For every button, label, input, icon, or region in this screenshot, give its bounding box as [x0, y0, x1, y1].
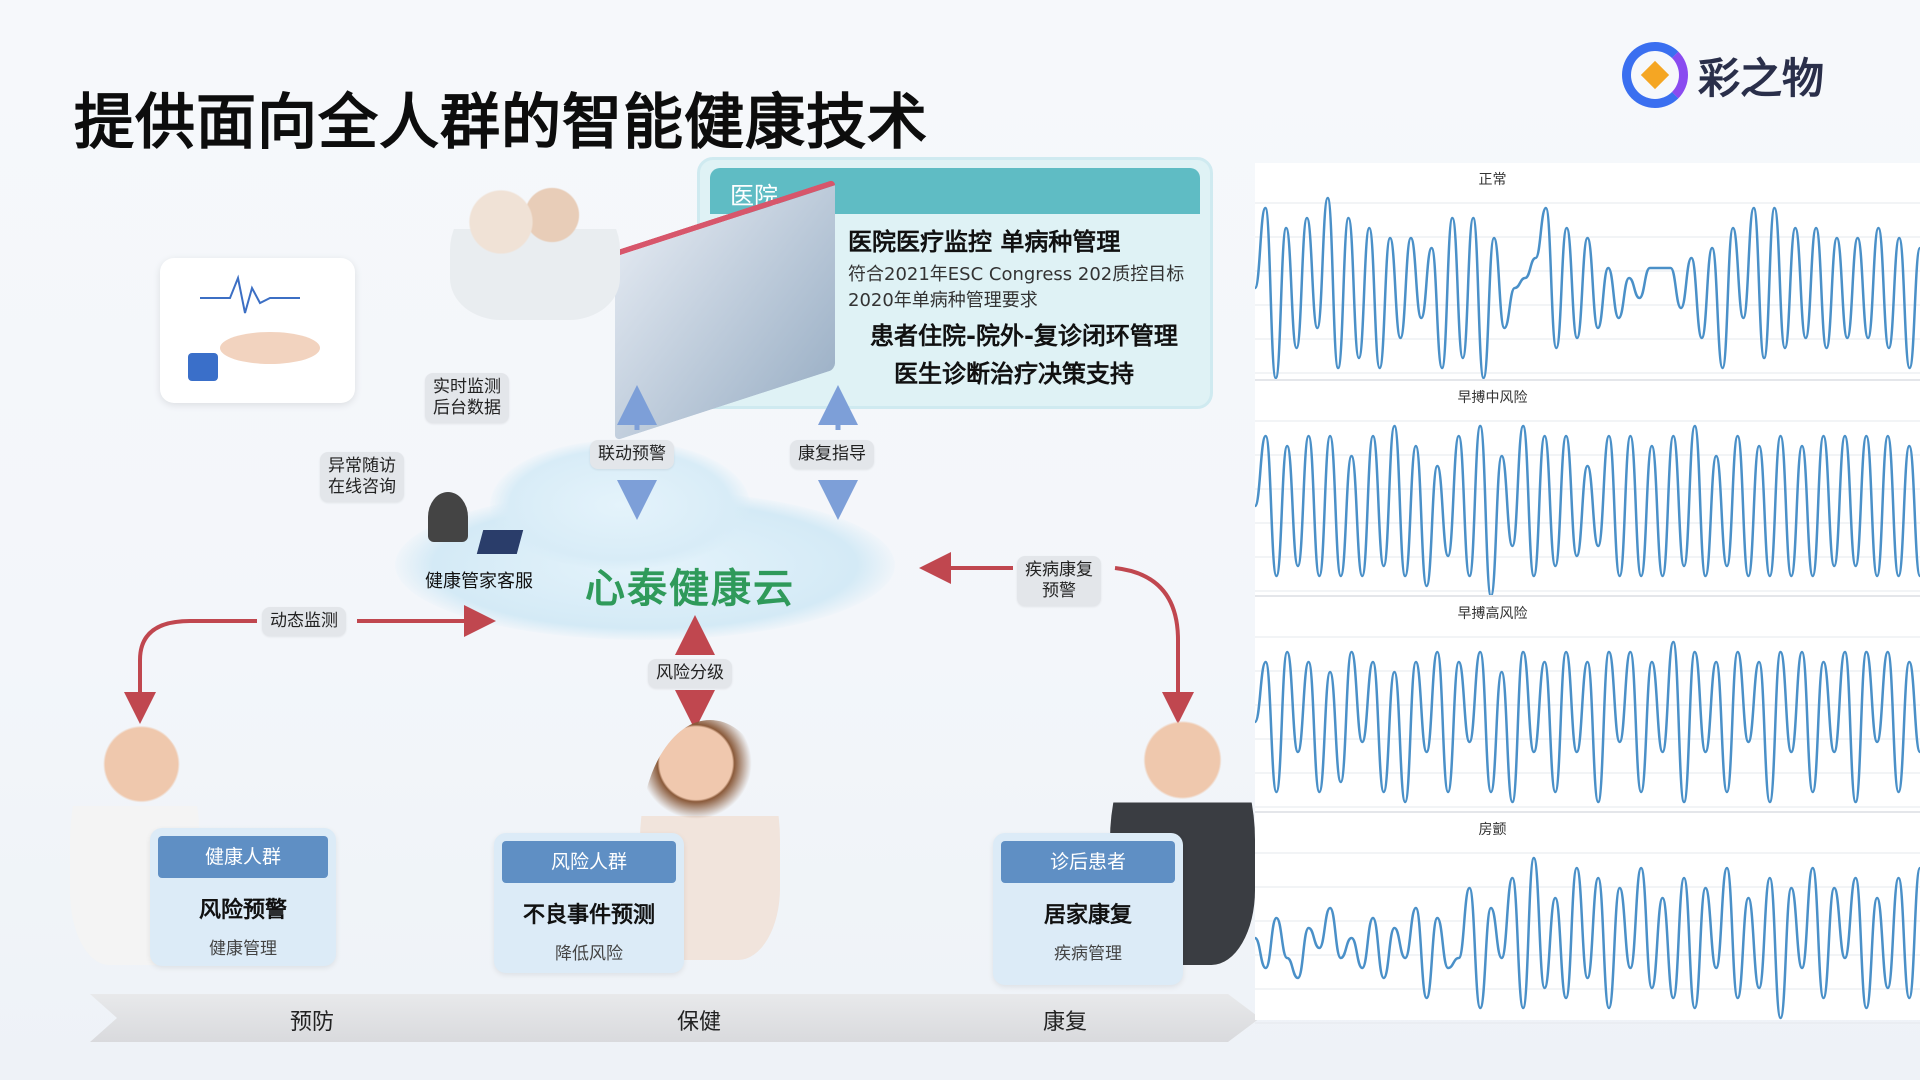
ecg-chart-3: 房颤	[1255, 811, 1920, 1027]
tag-line: 实时监测	[433, 377, 501, 397]
ecg-plot	[1255, 420, 1920, 597]
medical-staff-illustration	[450, 180, 620, 320]
tag-linkage-warning: 联动预警	[590, 440, 674, 469]
tag-line: 预警	[1042, 581, 1076, 601]
ecg-chart-2: 早搏高风险	[1255, 595, 1920, 811]
service-label: 健康管家客服	[425, 571, 533, 592]
tag-risk-grading: 风险分级	[648, 659, 732, 688]
ecg-series-line	[1255, 856, 1920, 1020]
tag-disease-rehab-warning: 疾病康复预警	[1017, 556, 1101, 606]
tag-line: 异常随访	[328, 456, 396, 476]
ecg-series-line	[1255, 640, 1920, 804]
tag-line: 在线咨询	[328, 477, 396, 497]
logo: 彩之物	[1622, 42, 1824, 108]
stage-prevention: 预防	[290, 1010, 335, 1035]
ecg-chart-title: 房颤	[1478, 822, 1507, 838]
ecg-chart-title: 早搏中风险	[1457, 390, 1528, 406]
tag-line: 后台数据	[433, 398, 501, 418]
ecg-chart-1: 早搏中风险	[1255, 379, 1920, 597]
stage-care: 保健	[677, 1010, 722, 1035]
arrow-to-patient	[1114, 566, 1194, 724]
ecg-plot	[1255, 196, 1920, 379]
ecg-series-line	[1255, 424, 1920, 597]
tag-realtime-monitoring: 实时监测后台数据	[425, 373, 509, 423]
stage-arrow	[490, 994, 910, 1042]
service-agent-icon	[428, 492, 468, 542]
wristwatch-illustration	[160, 258, 355, 403]
stage-rehab: 康复	[1043, 1010, 1088, 1035]
card-main: 风险预警	[198, 898, 287, 923]
ecg-charts: 正常早搏中风险早搏高风险房颤	[1255, 163, 1920, 1024]
cloud-name: 心泰健康云	[585, 566, 795, 612]
card-post-diagnosis-patient: 诊后患者居家康复疾病管理	[993, 833, 1183, 985]
card-main: 居家康复	[1043, 903, 1132, 928]
page-title: 提供面向全人群的智能健康技术	[74, 88, 928, 158]
hospital-line-3: 2020年单病种管理要求	[848, 290, 1038, 311]
card-main: 不良事件预测	[522, 903, 655, 928]
hospital-line-2-3: 符合2021年ESC Congress 202质控目标 2020年单病种管理要求	[848, 262, 1184, 314]
tag-dynamic-monitoring: 动态监测	[262, 607, 346, 636]
ecg-chart-0: 正常	[1255, 163, 1920, 379]
ecg-plot	[1255, 636, 1920, 808]
logo-text: 彩之物	[1698, 53, 1825, 103]
card-sub: 降低风险	[555, 944, 623, 964]
tag-rehab-guidance: 康复指导	[790, 440, 874, 469]
ecg-chart-title: 正常	[1478, 172, 1507, 188]
ecg-series-line	[1255, 196, 1920, 379]
tag-line: 疾病康复	[1025, 560, 1093, 580]
laptop-icon	[476, 530, 524, 554]
hospital-line-1: 医院医疗监控 单病种管理	[848, 228, 1121, 256]
card-healthy-population: 健康人群风险预警健康管理	[150, 828, 336, 966]
tag-abnormal-followup: 异常随访在线咨询	[320, 452, 404, 502]
heartbeat-icon	[188, 274, 320, 381]
hospital-line-5: 医生诊断治疗决策支持	[894, 360, 1134, 388]
stage-arrow	[860, 994, 1260, 1042]
ecg-plot	[1255, 852, 1920, 1024]
card-risk-population: 风险人群不良事件预测降低风险	[494, 833, 684, 973]
logo-mark-icon	[1622, 42, 1688, 108]
card-sub: 健康管理	[209, 939, 277, 959]
hospital-line-4: 患者住院-院外-复诊闭环管理	[870, 322, 1178, 350]
hospital-line-2: 符合2021年ESC Congress 202质控目标	[848, 264, 1185, 285]
card-header: 诊后患者	[1001, 841, 1175, 883]
ecg-chart-title: 早搏高风险	[1457, 606, 1528, 622]
card-header: 风险人群	[502, 841, 676, 883]
card-sub: 疾病管理	[1054, 944, 1122, 964]
stage-band: 预防 保健 康复	[90, 994, 1260, 1042]
stage-arrow	[90, 994, 540, 1042]
card-header: 健康人群	[158, 836, 328, 878]
arrow-to-healthy	[124, 619, 257, 724]
